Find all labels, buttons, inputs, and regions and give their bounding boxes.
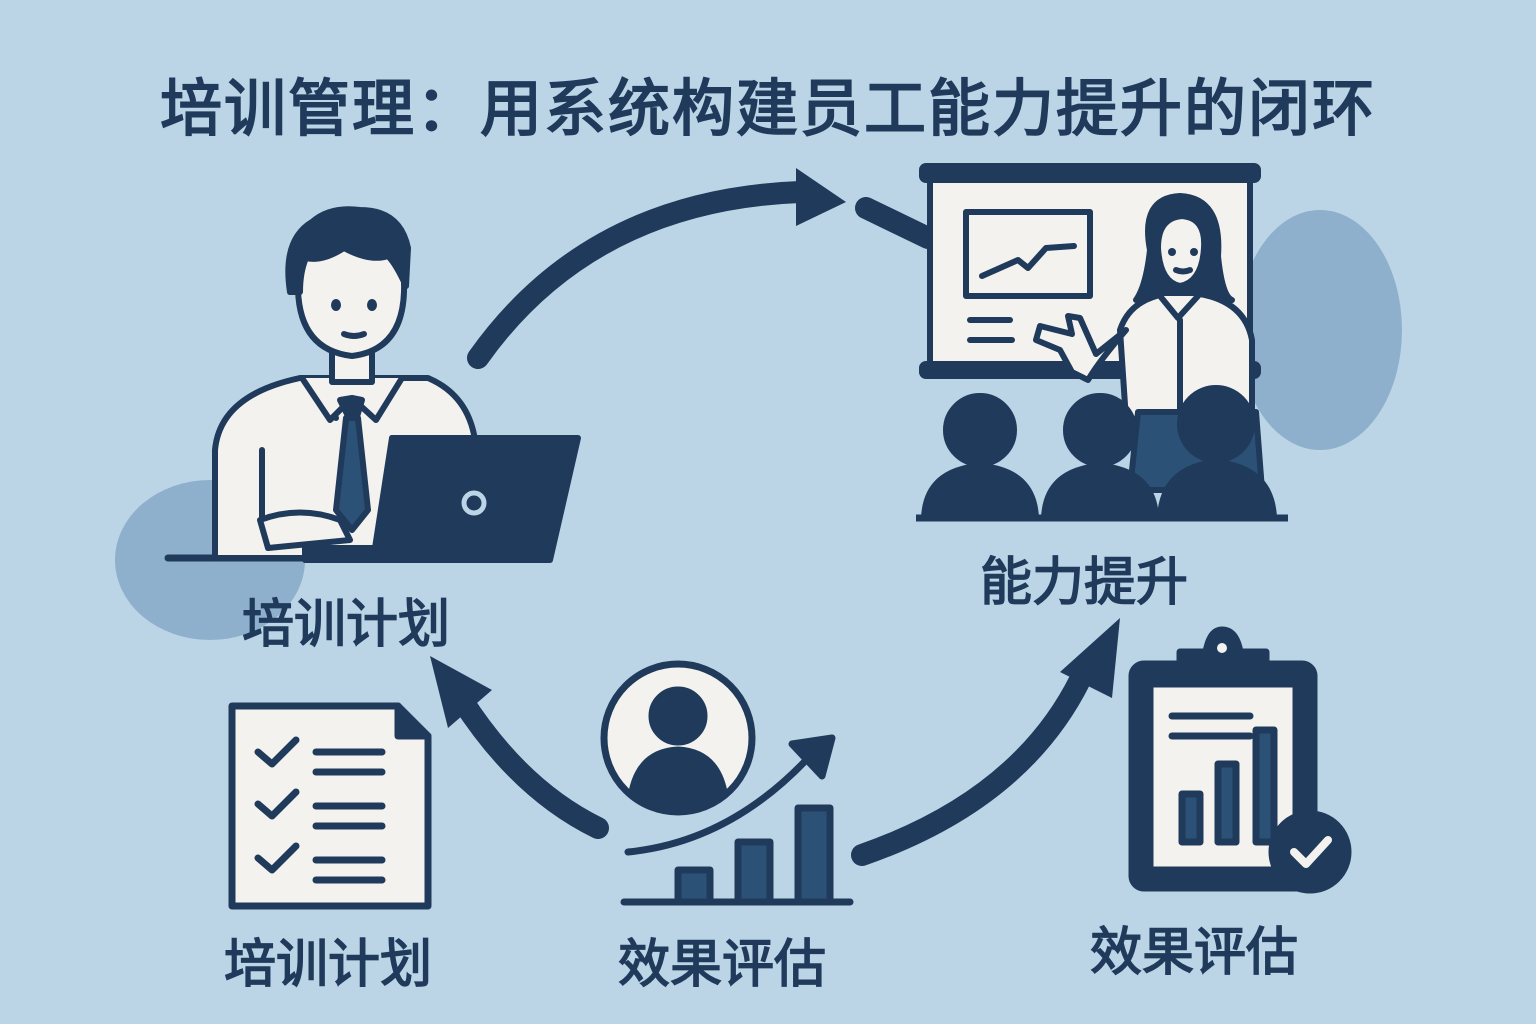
checklist-document-icon (228, 702, 432, 910)
label-improve: 能力提升 (980, 553, 1189, 613)
arrow-eval-to-improve (851, 618, 1120, 866)
employee-at-laptop-icon (164, 206, 581, 563)
label-plan-doc: 培训计划 (224, 935, 433, 995)
arrow-eval-to-plan (430, 656, 609, 839)
clipboard-report-icon (1128, 626, 1352, 894)
label-eval-center: 效果评估 (618, 935, 827, 995)
label-plan-main: 培训计划 (242, 595, 451, 655)
audience-icon (916, 385, 1288, 522)
page-title: 培训管理：用系统构建员工能力提升的闭环 (159, 72, 1376, 145)
arrow-plan-to-improve (467, 168, 846, 369)
label-eval-right: 效果评估 (1090, 923, 1299, 983)
person-growth-chart-icon (600, 660, 854, 906)
arrow-stub-to-board (855, 197, 939, 249)
blob-right (1238, 210, 1402, 450)
